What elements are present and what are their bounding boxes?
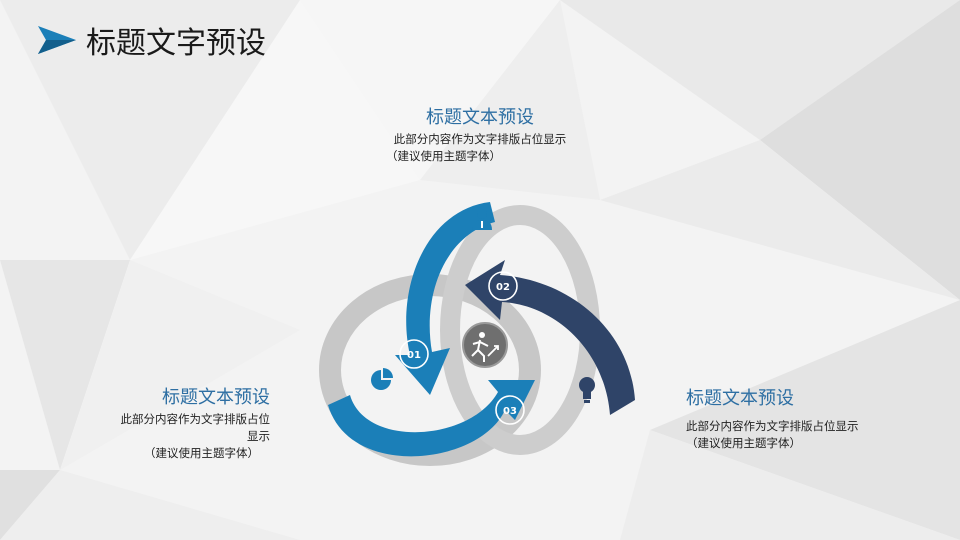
- block-body-line: 此部分内容作为文字排版占位: [120, 412, 271, 426]
- step-01-badge: 01: [399, 339, 429, 369]
- cycle-diagram: 01 02 03: [319, 202, 635, 466]
- step-02-badge: 02: [488, 271, 518, 301]
- step-number: 03: [503, 406, 517, 417]
- step-number: 02: [496, 282, 510, 293]
- pie-chart-icon: [371, 368, 393, 390]
- block-body-line: 此部分内容作为文字排版占位显示: [393, 132, 567, 146]
- title-arrow-icon: [38, 26, 76, 54]
- text-block-left: 标题文本预设 此部分内容作为文字排版占位 显示 （建议使用主题字体）: [100, 383, 271, 462]
- block-heading: 标题文本预设: [426, 107, 534, 128]
- person-icon: [472, 209, 492, 230]
- block-body-note: （建议使用主题字体）: [386, 149, 501, 163]
- text-block-right: 标题文本预设 此部分内容作为文字排版占位显示 （建议使用主题字体）: [686, 384, 886, 452]
- block-body-note: （建议使用主题字体）: [686, 436, 801, 450]
- block-heading: 标题文本预设: [162, 387, 270, 408]
- block-body-note: （建议使用主题字体）: [144, 446, 259, 460]
- text-block-top: 标题文本预设 此部分内容作为文字排版占位显示 （建议使用主题字体）: [360, 103, 600, 165]
- step-03-badge: 03: [495, 395, 525, 425]
- block-heading: 标题文本预设: [686, 388, 794, 409]
- lightbulb-icon: [579, 377, 595, 403]
- step-number: 01: [407, 350, 421, 361]
- arrow-03: [328, 380, 535, 457]
- block-body-line: 此部分内容作为文字排版占位显示: [686, 419, 859, 433]
- arrow-01: [395, 202, 495, 395]
- page-title: 标题文字预设: [86, 26, 266, 61]
- running-man-icon: [462, 322, 508, 368]
- block-body-line-wrap: 显示: [247, 429, 270, 443]
